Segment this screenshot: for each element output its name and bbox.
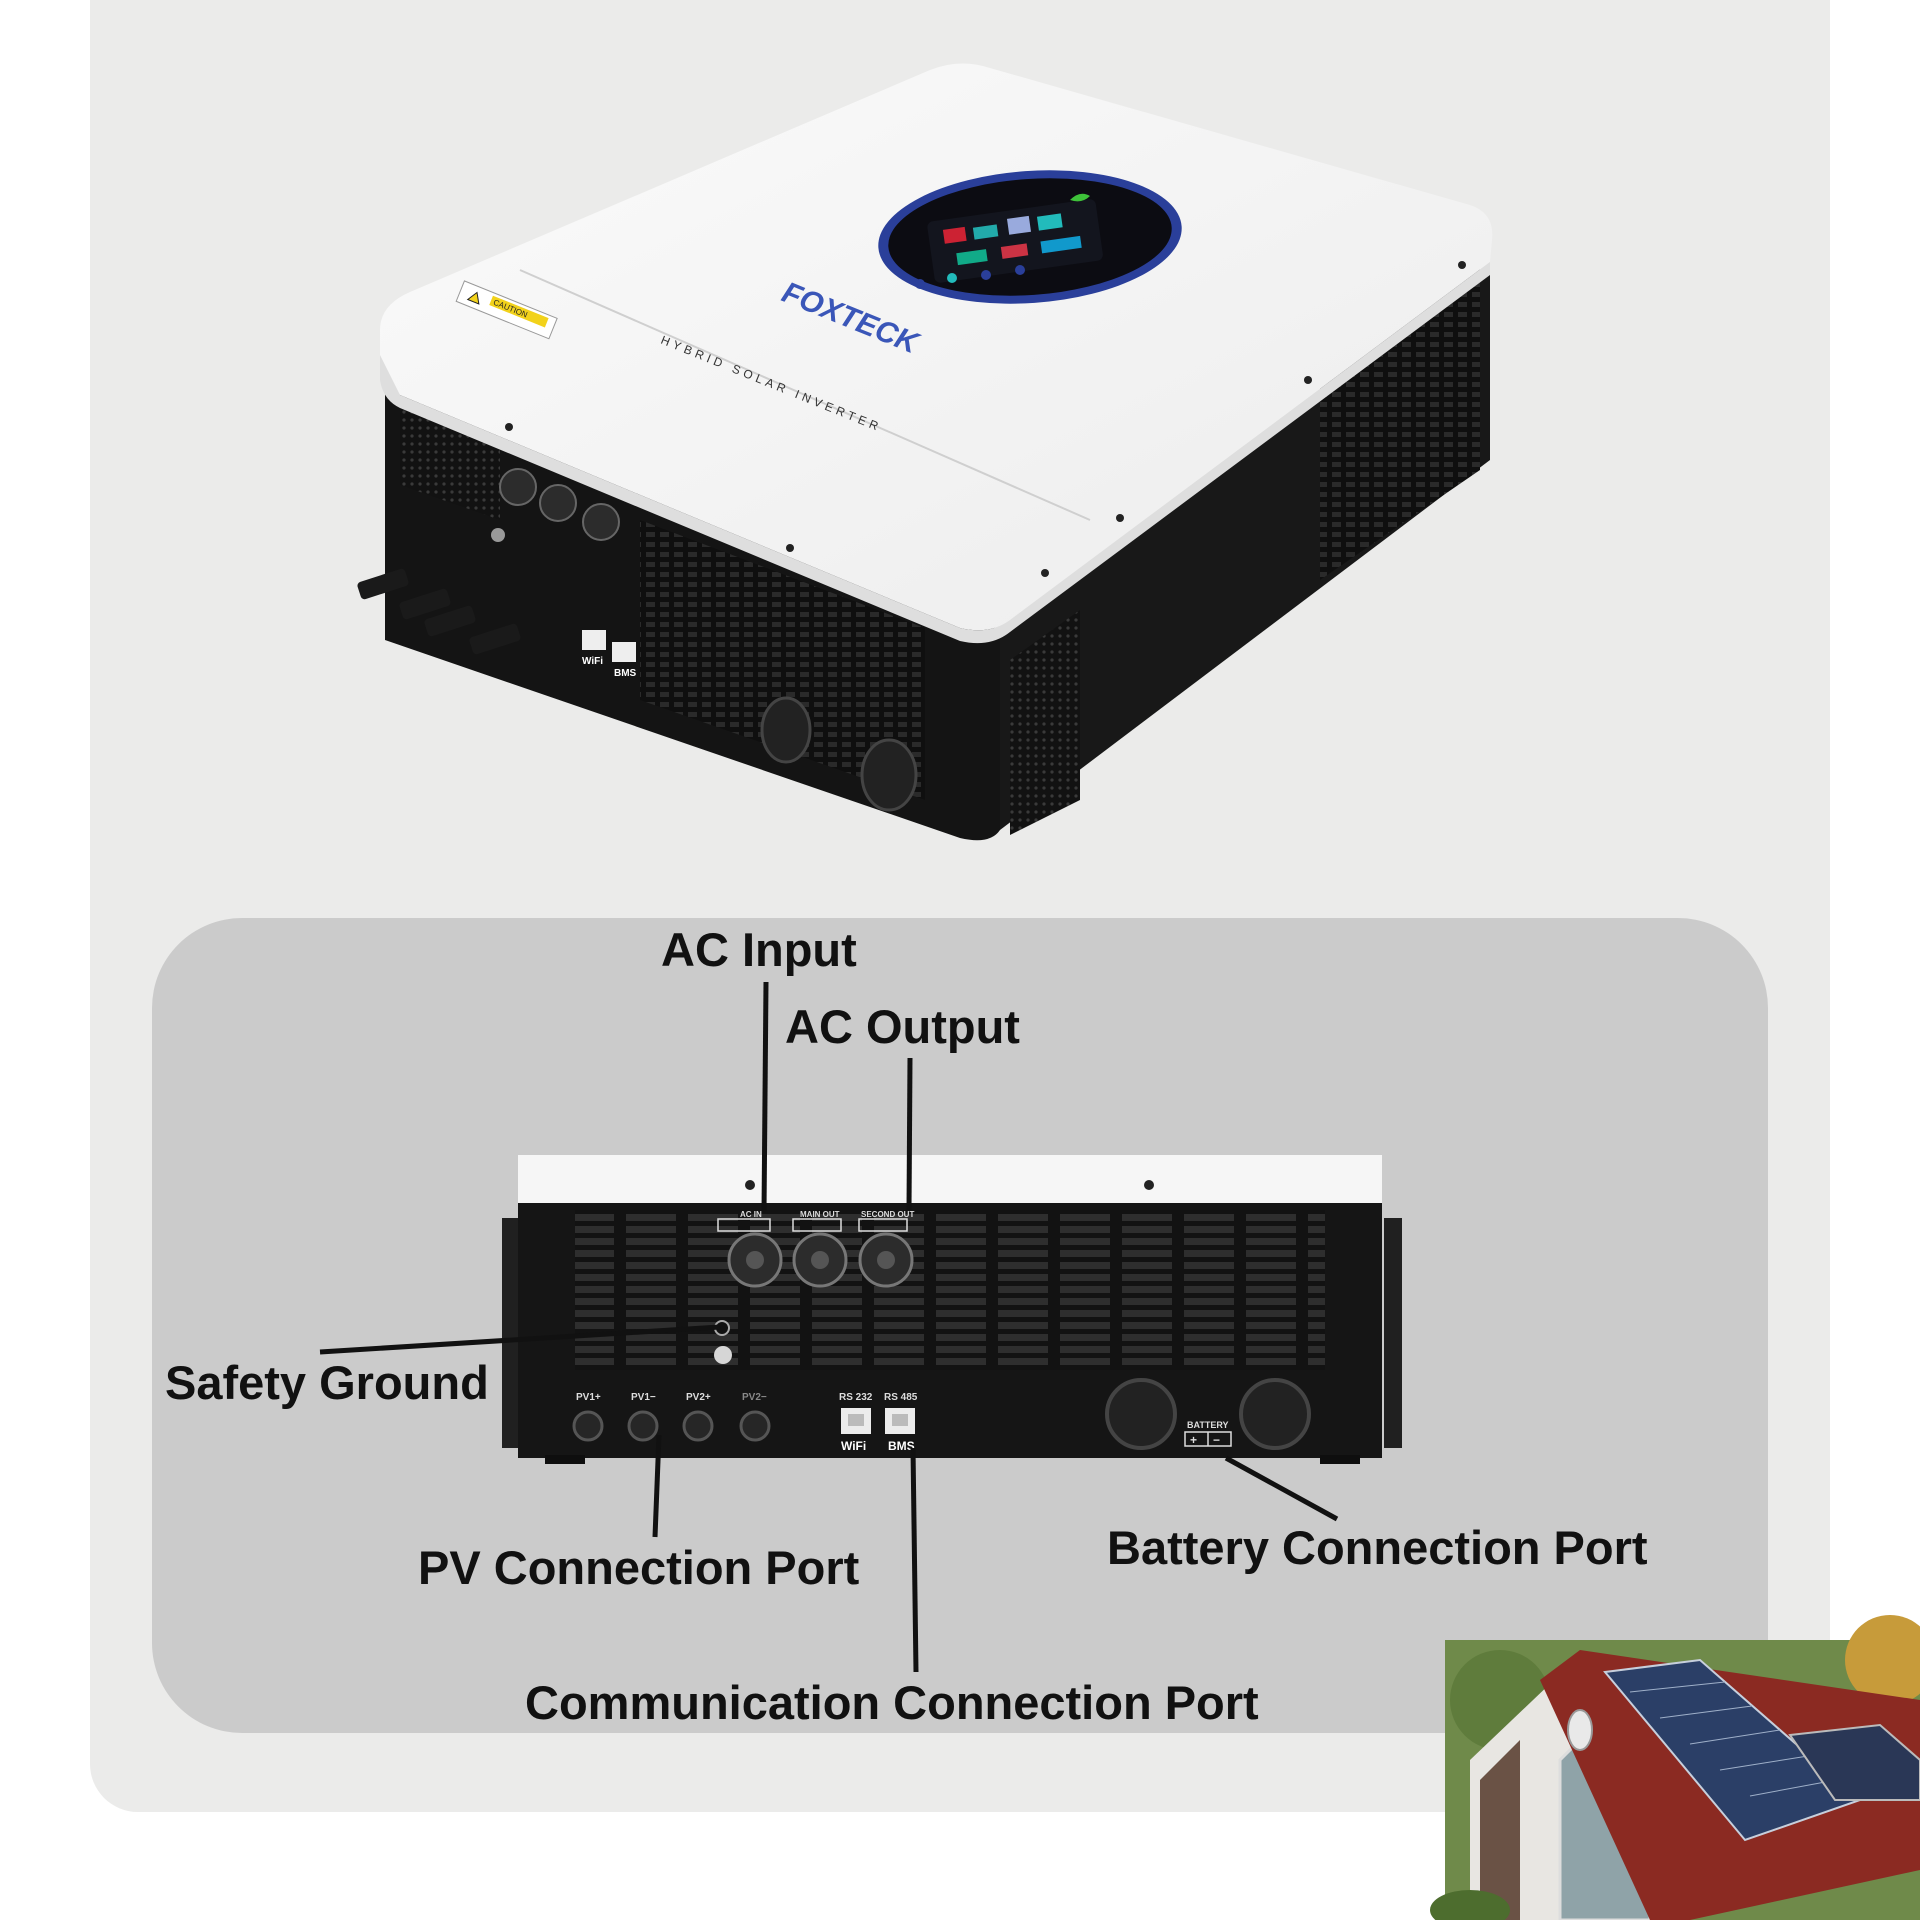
callout-ac-output: AC Output [785, 1000, 1020, 1053]
svg-text:+: + [1190, 1433, 1197, 1447]
front-bms-label: BMS [888, 1439, 915, 1453]
top-wifi-label: WiFi [582, 656, 603, 667]
front-pv1-minus-label: PV1− [631, 1392, 656, 1403]
callout-pv-port: PV Connection Port [418, 1541, 860, 1594]
callout-leader-lines [319, 981, 1339, 1673]
front-pv2-plus-label: PV2+ [686, 1392, 711, 1403]
top-bms-label: BMS [614, 668, 637, 679]
inverter-3d-image: FOXTECK HYBRID SOLAR INVERTER CAUTION Wi… [357, 63, 1493, 841]
svg-text:−: − [1213, 1433, 1220, 1447]
callout-comm-port: Communication Connection Port [525, 1676, 1259, 1729]
front-ac-in-label: AC IN [740, 1210, 762, 1219]
callout-battery-port: Battery Connection Port [1107, 1521, 1648, 1574]
front-pv1-plus-label: PV1+ [576, 1392, 601, 1403]
front-second-out-label: SECOND OUT [861, 1210, 914, 1219]
front-battery-label: BATTERY [1187, 1420, 1229, 1430]
front-rs485-label: RS 485 [884, 1392, 918, 1403]
front-rs232-label: RS 232 [839, 1392, 873, 1403]
front-pv2-minus-label: PV2− [742, 1392, 767, 1403]
front-main-out-label: MAIN OUT [800, 1210, 840, 1219]
callout-ac-input: AC Input [661, 923, 857, 976]
callout-safety-ground: Safety Ground [165, 1356, 489, 1409]
front-wifi-label: WiFi [841, 1439, 866, 1453]
